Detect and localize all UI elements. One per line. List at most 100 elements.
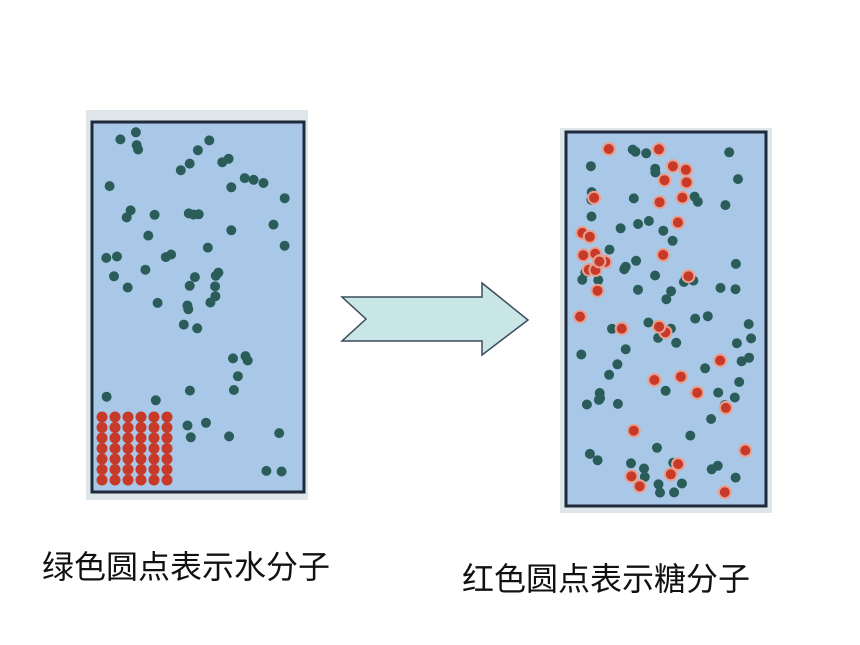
sugar-molecule <box>135 453 147 465</box>
sugar-molecule <box>109 453 121 465</box>
sugar-molecule <box>738 443 753 458</box>
water-molecule <box>715 282 726 293</box>
water-molecule <box>115 134 126 145</box>
sugar-molecule <box>161 443 173 454</box>
water-molecule <box>702 311 713 322</box>
sugar-molecule <box>652 195 667 210</box>
water-molecule <box>210 291 221 302</box>
water-molecule <box>217 157 228 168</box>
sugar-molecule <box>148 464 160 475</box>
water-molecule <box>661 294 672 305</box>
water-molecule <box>122 282 133 293</box>
water-molecule <box>178 319 189 330</box>
sugar-molecule <box>601 142 616 156</box>
water-molecule <box>182 420 193 431</box>
water-molecule <box>731 338 742 349</box>
water-molecule <box>182 300 193 311</box>
water-molecule <box>585 161 596 172</box>
water-molecules-before <box>101 127 290 477</box>
water-molecule <box>204 135 215 146</box>
caption-water-molecules: 绿色圆点表示水分子 <box>42 548 331 586</box>
sugar-molecule <box>109 443 121 454</box>
water-molecule <box>192 145 203 156</box>
water-molecule <box>744 352 755 363</box>
water-molecule <box>733 174 743 185</box>
sugar-molecule <box>122 432 134 444</box>
sugar-molecule <box>135 474 147 486</box>
water-molecule <box>224 431 235 442</box>
water-molecule <box>746 333 757 344</box>
sugar-molecule <box>96 411 108 423</box>
water-molecule <box>185 432 196 443</box>
water-molecule <box>584 448 595 459</box>
water-molecule <box>700 363 711 374</box>
sugar-molecule <box>678 162 693 177</box>
water-molecule <box>620 344 631 355</box>
sugar-molecule <box>122 474 134 486</box>
water-molecule <box>612 359 623 370</box>
water-molecule <box>228 385 239 395</box>
water-molecule <box>577 274 588 285</box>
water-molecule <box>730 258 741 269</box>
sugar-molecule <box>122 422 134 433</box>
water-molecule <box>643 317 654 328</box>
water-molecule <box>192 323 203 334</box>
sugar-molecule <box>122 453 134 465</box>
sugar-molecule <box>122 464 134 475</box>
sugar-molecule <box>673 369 688 384</box>
water-molecule <box>149 209 160 220</box>
water-molecule <box>184 385 195 396</box>
water-molecule <box>620 261 631 272</box>
sugar-molecule <box>161 411 173 423</box>
water-molecule <box>130 127 141 138</box>
water-molecule <box>226 225 237 236</box>
sugar-molecule <box>675 190 690 205</box>
sugar-molecule <box>148 474 160 486</box>
water-molecule <box>724 147 735 158</box>
water-molecule <box>279 193 290 204</box>
sugar-molecule <box>148 432 160 444</box>
water-molecule <box>631 255 642 266</box>
water-molecule <box>628 193 639 204</box>
sugar-molecule <box>632 479 647 494</box>
water-molecule <box>669 487 680 498</box>
sugar-molecule <box>109 422 121 433</box>
water-molecule <box>213 267 224 278</box>
sugar-molecule <box>679 175 694 190</box>
sugar-molecule <box>713 353 728 368</box>
sugar-molecule <box>671 457 686 472</box>
water-molecule <box>633 219 644 229</box>
sugar-molecule <box>109 411 121 423</box>
water-molecule <box>607 323 617 334</box>
water-molecule <box>140 264 151 275</box>
water-molecule <box>690 313 701 324</box>
water-molecule <box>184 280 195 291</box>
sugar-molecule <box>161 432 173 444</box>
sugar-molecule <box>96 422 108 433</box>
water-molecule <box>276 466 287 477</box>
water-molecule <box>671 337 682 348</box>
water-molecule <box>150 395 161 406</box>
sugar-molecule <box>135 422 147 433</box>
water-molecule <box>188 209 199 220</box>
water-molecule <box>248 174 259 185</box>
water-molecule <box>676 478 687 489</box>
water-molecule <box>743 319 754 330</box>
water-molecule <box>201 417 211 428</box>
water-molecule <box>643 216 654 226</box>
sugar-molecule <box>647 373 662 387</box>
water-molecule <box>586 211 597 222</box>
water-molecule <box>228 353 238 364</box>
water-molecule <box>202 242 213 253</box>
water-molecule <box>706 464 717 475</box>
sugar-molecule <box>122 443 134 454</box>
sugar-molecule <box>161 464 173 475</box>
sugar-molecule <box>109 474 121 486</box>
sugar-molecules-after <box>573 142 753 500</box>
sugar-molecule <box>96 474 108 486</box>
water-molecule <box>713 387 724 398</box>
sugar-molecule <box>670 215 685 230</box>
water-molecule <box>650 167 661 178</box>
water-molecule <box>184 158 195 169</box>
sugar-molecule <box>576 248 591 263</box>
